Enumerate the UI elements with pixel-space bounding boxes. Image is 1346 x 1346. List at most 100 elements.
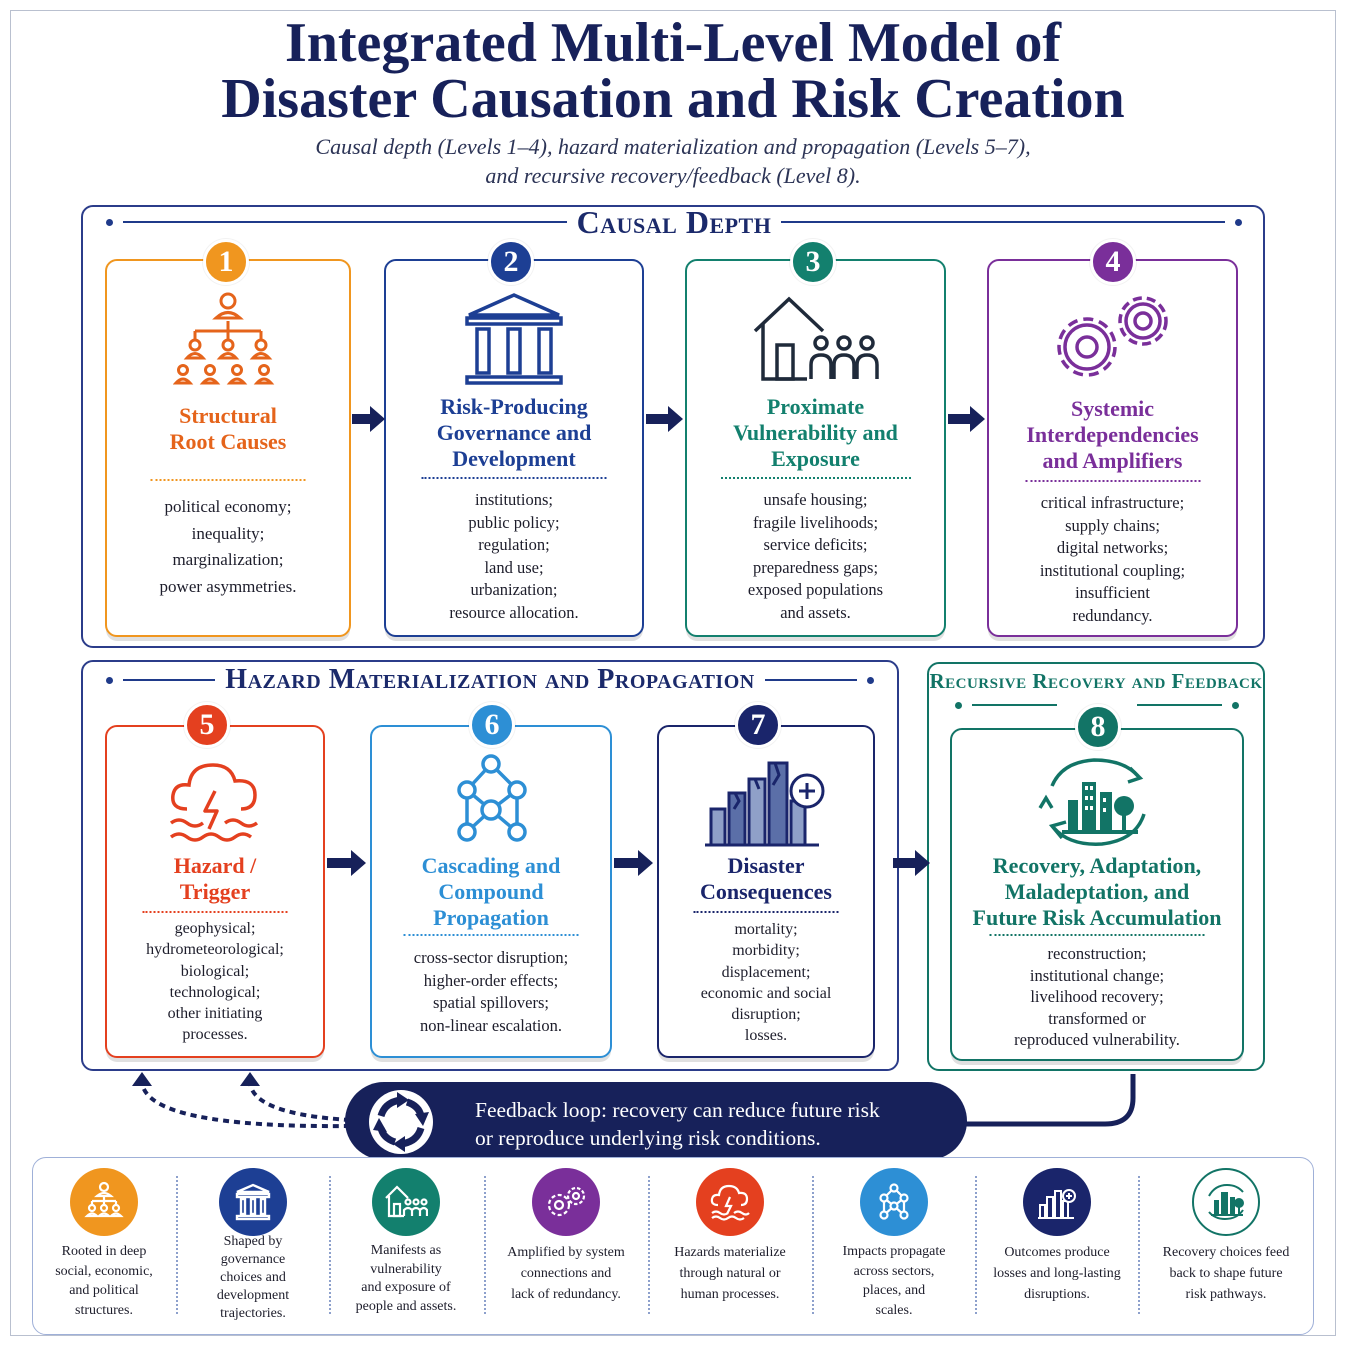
- level-2-separator: [421, 477, 607, 479]
- causal-depth-panel: [81, 205, 1265, 648]
- level-4-separator: [1025, 480, 1200, 482]
- level-5-title: Hazard /Trigger: [173, 853, 257, 904]
- heading-dot: [955, 701, 962, 709]
- flow-arrow-3-4: [948, 406, 985, 432]
- heading-rule: [123, 221, 567, 223]
- level-6-separator: [403, 934, 579, 936]
- legend-separator: [1138, 1176, 1140, 1314]
- gears-icon: [532, 1168, 600, 1236]
- flow-arrow-5-6: [327, 850, 366, 876]
- flow-arrow-6-7: [614, 850, 653, 876]
- damaged-city-icon: [705, 761, 825, 847]
- subtitle-line-1: Causal depth (Levels 1–4), hazard materi…: [315, 134, 1031, 159]
- page-title-line-2: Disaster Causation and Risk Creation: [221, 68, 1125, 130]
- level-2-items: institutions;public policy;regulation;la…: [449, 490, 579, 622]
- storm-icon: [696, 1168, 764, 1236]
- recovery-panel: [927, 662, 1265, 1071]
- heading-rule: [972, 704, 1057, 706]
- level-8-separator: [989, 934, 1205, 936]
- flow-arrow-2-3: [646, 406, 683, 432]
- level-5-items: geophysical;hydrometeorological;biologic…: [146, 920, 284, 1044]
- damaged-city-icon: [1023, 1168, 1091, 1236]
- hazard-title: Hazard Materialization and Propagation: [225, 664, 755, 695]
- legend-separator: [648, 1176, 650, 1314]
- hierarchy-icon: [173, 292, 275, 385]
- feedback-connectors: [132, 1072, 1136, 1129]
- causal-depth-heading: Causal Depth: [106, 204, 1243, 240]
- heading-dot: [1232, 701, 1239, 709]
- network-icon: [860, 1168, 928, 1236]
- heading-rule: [123, 679, 216, 681]
- hierarchy-icon: [70, 1168, 138, 1236]
- level-7-separator: [693, 911, 839, 913]
- legend-separator: [176, 1176, 178, 1314]
- level-5-separator: [142, 911, 288, 913]
- feedback-text: Feedback loop: recovery can reduce futur…: [475, 1098, 880, 1150]
- level-6-badge: 6: [469, 702, 515, 748]
- level-5-badge: 5: [184, 702, 230, 748]
- institution-icon: [219, 1168, 287, 1236]
- network-icon: [457, 754, 527, 842]
- level-5-card: Hazard /Trigger geophysical;hydrometeoro…: [105, 725, 325, 1058]
- gears-icon: [1056, 296, 1168, 377]
- outer-frame: [10, 10, 1336, 1336]
- heading-dot: [106, 676, 113, 684]
- recovery-cycle-icon: [1038, 758, 1146, 846]
- flow-arrow-1-2: [352, 406, 385, 432]
- level-7-items: mortality;morbidity;displacement;economi…: [700, 921, 832, 1045]
- page-title-line-1: Integrated Multi-Level Model of: [284, 12, 1062, 74]
- causal-depth-title: Causal Depth: [576, 203, 772, 240]
- institution-icon: [465, 293, 563, 385]
- level-3-separator: [720, 477, 911, 479]
- level-3-badge: 3: [790, 239, 836, 285]
- level-4-badge: 4: [1090, 239, 1136, 285]
- house-people-icon: [372, 1168, 440, 1236]
- storm-icon: [169, 763, 259, 842]
- flow-arrow-7-8: [893, 850, 930, 876]
- level-1-items: political economy;inequality;marginaliza…: [159, 497, 297, 596]
- feedback-loop-banner: Feedback loop: recovery can reduce futur…: [345, 1082, 967, 1160]
- subtitle-line-2: and recursive recovery/feedback (Level 8…: [485, 163, 861, 188]
- level-3-items: unsafe housing;fragile livelihoods;servi…: [747, 490, 884, 622]
- level-8-items: reconstruction;institutional change;live…: [1014, 944, 1180, 1050]
- recovery-cycle-icon: [1192, 1168, 1260, 1236]
- level-6-items: cross-sector disruption;higher-order eff…: [413, 948, 569, 1035]
- legend-separator: [812, 1176, 814, 1314]
- heading-rule: [764, 679, 858, 681]
- level-4-items: critical infrastructure;supply chains;di…: [1039, 493, 1186, 625]
- level-2-badge: 2: [488, 239, 534, 285]
- recovery-cycle-glyph: [1208, 1183, 1244, 1221]
- level-1-separator: [150, 479, 306, 481]
- recovery-heading-rule: [955, 701, 1239, 709]
- legend-separator: [975, 1176, 977, 1314]
- heading-rule: [1137, 704, 1222, 706]
- level-8-badge: 8: [1075, 704, 1121, 750]
